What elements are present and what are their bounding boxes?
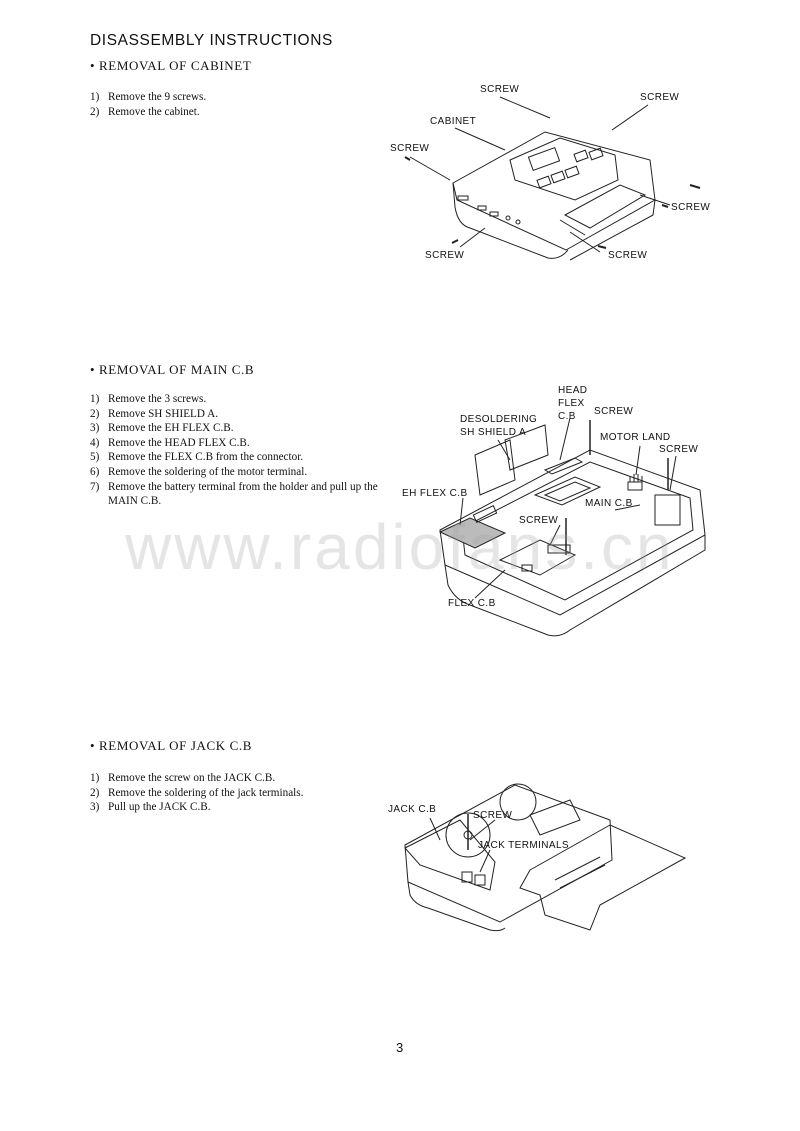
- label-screw: SCREW: [519, 515, 559, 526]
- step-item: 3)Remove the EH FLEX C.B.: [90, 422, 234, 435]
- step-item: 1)Remove the 9 screws.: [90, 91, 207, 103]
- step-item: 2)Remove the cabinet.: [90, 105, 200, 118]
- flex-cb: [498, 539, 577, 576]
- step-item: 2)Remove the soldering of the jack termi…: [90, 786, 304, 799]
- label-eh-flex-cb: EH FLEX C.B: [402, 488, 468, 499]
- label-cabinet: CABINET: [430, 116, 477, 127]
- label-screw: SCREW: [473, 810, 513, 821]
- flex-sheet: [519, 824, 687, 931]
- label-screw: SCREW: [659, 444, 699, 455]
- section-heading-cabinet: • REMOVAL OF CABINET: [90, 58, 252, 73]
- page-title: DISASSEMBLY INSTRUCTIONS: [90, 32, 333, 49]
- label-desoldering-sh-shield: DESOLDERING SH SHIELD A: [460, 414, 538, 438]
- step-item: 6)Remove the soldering of the motor term…: [90, 465, 308, 478]
- steps-main-cb: 1)Remove the 3 screws. 2)Remove SH SHIEL…: [90, 392, 383, 509]
- main-cb-chip: [533, 476, 602, 506]
- step-item: 2)Remove SH SHIELD A.: [90, 407, 219, 420]
- steps-jack-cb: 1)Remove the screw on the JACK C.B. 2)Re…: [90, 771, 383, 815]
- label-screw: SCREW: [480, 84, 520, 95]
- page-number: 3: [396, 1040, 404, 1055]
- step-item: 1)Remove the screw on the JACK C.B.: [90, 772, 276, 784]
- section-heading-jack-cb: • REMOVAL OF JACK C.B: [90, 738, 252, 753]
- label-flex-cb: FLEX C.B: [448, 598, 496, 609]
- step-item: 4)Remove the HEAD FLEX C.B.: [90, 436, 250, 449]
- label-jack-terminals: JACK TERMINALS: [478, 840, 569, 851]
- step-item: 7)Remove the battery terminal from the h…: [90, 480, 378, 508]
- jack-cb-board: [404, 819, 496, 891]
- disc-bottom: [445, 812, 491, 858]
- label-screw: SCREW: [671, 202, 711, 213]
- step-item: 5)Remove the FLEX C.B from the connector…: [90, 451, 304, 464]
- display-window: [527, 146, 561, 172]
- label-jack-cb: JACK C.B: [388, 804, 437, 815]
- label-motor-land: MOTOR LAND: [600, 432, 671, 443]
- label-screw: SCREW: [608, 250, 648, 261]
- sh-shield-a: [474, 439, 516, 496]
- watermark-text: www.radiofans.cn: [125, 511, 675, 583]
- lid-recess: [563, 184, 647, 229]
- control-panel: [509, 137, 619, 201]
- label-screw: SCREW: [594, 406, 634, 417]
- label-screw: SCREW: [390, 143, 430, 154]
- label-screw: SCREW: [640, 92, 680, 103]
- label-head-flex-cb: HEAD FLEX C.B: [558, 385, 588, 422]
- label-screw: SCREW: [425, 250, 465, 261]
- main-cb-board: [461, 461, 694, 601]
- step-item: 1)Remove the 3 screws.: [90, 393, 207, 405]
- step-item: 3)Pull up the JACK C.B.: [90, 801, 211, 814]
- cabinet-side: [452, 182, 569, 259]
- label-main-cb: MAIN C.B: [585, 498, 633, 509]
- steps-cabinet: 1)Remove the 9 screws. 2)Remove the cabi…: [90, 90, 383, 119]
- disc-top: [499, 783, 537, 821]
- section-heading-main-cb: • REMOVAL OF MAIN C.B: [90, 362, 255, 377]
